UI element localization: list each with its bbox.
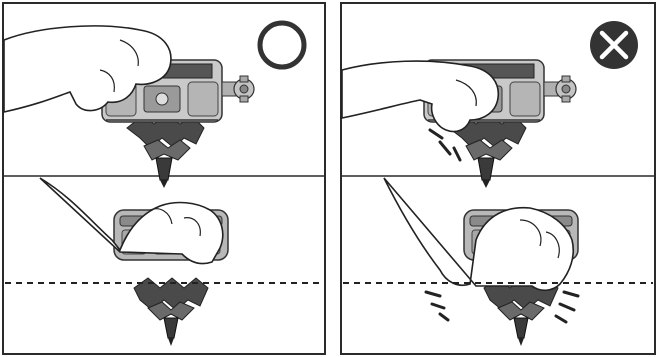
- panel-incorrect-top: [341, 21, 638, 189]
- panel-correct-bottom: [5, 177, 323, 347]
- cross-icon: [590, 21, 638, 69]
- circle-icon: [257, 20, 307, 70]
- vibration-marks-icon: [428, 128, 462, 162]
- hand-correct-grip: [3, 25, 172, 113]
- panel-incorrect-bottom: [343, 177, 653, 347]
- hand-correct-lower: [39, 177, 224, 265]
- panel-correct-top: [3, 20, 307, 189]
- hand-incorrect-lower: [383, 177, 575, 292]
- vibration-marks-right-icon: [554, 290, 580, 324]
- vibration-marks-left-icon: [424, 290, 450, 322]
- hand-incorrect-grip: [341, 60, 500, 133]
